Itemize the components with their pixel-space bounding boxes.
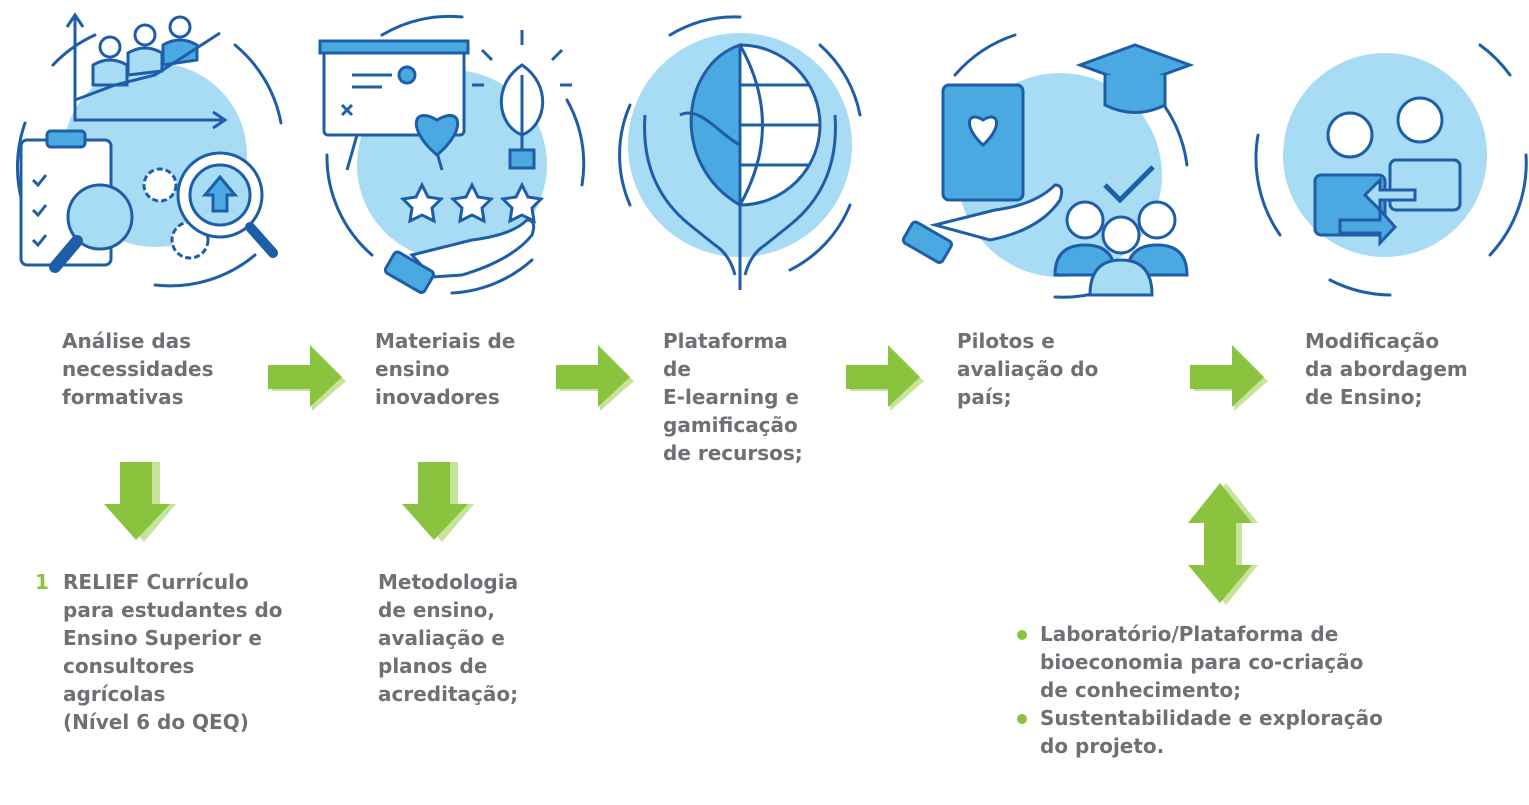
bidirectional-arrow-icon bbox=[1188, 483, 1258, 605]
needs-analysis-icon bbox=[5, 5, 290, 295]
teaching-approach-icon bbox=[1240, 5, 1529, 305]
pilots-evaluation-icon bbox=[895, 5, 1195, 305]
curriculum-number: 1 bbox=[35, 570, 49, 594]
bullet-dot-icon bbox=[1017, 630, 1027, 640]
elearning-globe-icon bbox=[610, 5, 875, 295]
down-arrow-icon bbox=[402, 462, 474, 542]
step-3-label: Plataforma de E-learning e gamificação d… bbox=[663, 329, 803, 465]
down-arrow-icon bbox=[104, 462, 176, 542]
right-arrow-icon bbox=[268, 345, 348, 413]
lab-output-list: Laboratório/Plataforma de bioeconomia pa… bbox=[1017, 620, 1383, 760]
right-arrow-icon bbox=[556, 345, 636, 413]
curriculum-output: RELIEF Currículo para estudantes do Ensi… bbox=[63, 570, 283, 734]
right-arrow-icon bbox=[846, 345, 926, 413]
step-4-label: Pilotos e avaliação do país; bbox=[957, 329, 1099, 409]
step-1-label: Análise das necessidades formativas bbox=[62, 329, 214, 409]
teaching-materials-icon bbox=[312, 5, 597, 295]
methodology-output: Metodologia de ensino, avaliação e plano… bbox=[378, 570, 519, 706]
step-2-label: Materiais de ensino inovadores bbox=[375, 329, 516, 409]
list-item: Laboratório/Plataforma de bioeconomia pa… bbox=[1017, 620, 1383, 704]
bullet-dot-icon bbox=[1017, 714, 1027, 724]
step-5-label: Modificação da abordagem de Ensino; bbox=[1305, 329, 1468, 409]
list-item: Sustentabilidade e exploração do projeto… bbox=[1017, 704, 1383, 760]
right-arrow-icon bbox=[1190, 345, 1270, 413]
